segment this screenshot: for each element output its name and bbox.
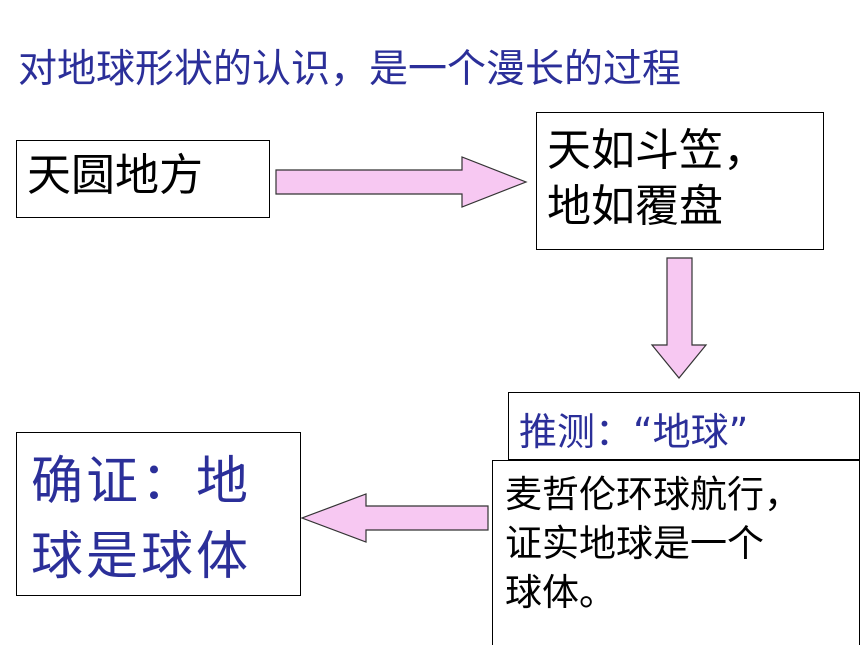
box-tianyuan-text: 天圆地方 (27, 150, 203, 201)
box-magellan-line1: 麦哲伦环球航行， (505, 473, 801, 516)
box-tuice: 推测：“地球” (508, 392, 860, 460)
box-magellan-line2: 证实地球是一个 (505, 521, 764, 565)
box-quezheng-line1: 确证：地 (31, 452, 252, 512)
box-tianru-douli: 天如斗笠， 地如覆盘 (536, 112, 824, 250)
page-title: 对地球形状的认识，是一个漫长的过程 (18, 47, 682, 92)
box-tianru-line1: 天如斗笠， (547, 125, 767, 176)
box-magellan-line3: 球体。 (505, 570, 616, 614)
box-tianru-line2: 地如覆盘 (547, 181, 723, 233)
box-tianyuan-difang: 天圆地方 (16, 140, 270, 218)
box-quezheng-line2: 球是球体 (31, 527, 252, 588)
box-tuice-text: 推测：“地球” (519, 410, 749, 454)
arrow-down (650, 257, 708, 379)
box-quezheng: 确证：地 球是球体 (16, 432, 301, 596)
box-magellan: 麦哲伦环球航行， 证实地球是一个 球体。 (492, 460, 860, 645)
arrow-left (300, 493, 489, 543)
arrow-right (275, 156, 528, 208)
